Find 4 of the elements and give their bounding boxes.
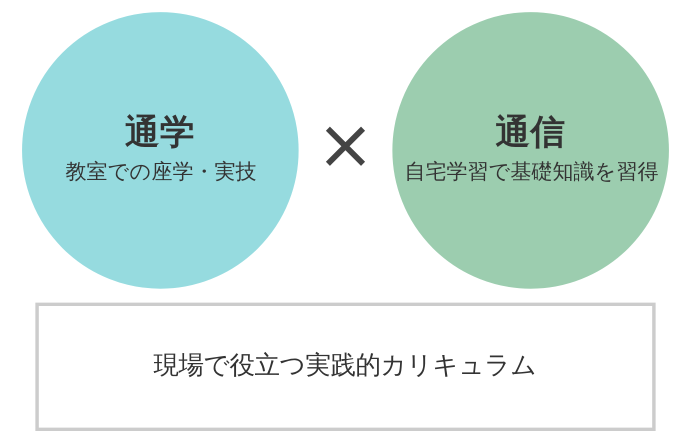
node-circle: 通学 教室での座学・実技 [22, 12, 298, 289]
label: × [316, 104, 374, 185]
node-circle: 通信 自宅学習で基礎知識を習得 [392, 12, 668, 289]
node-box: 現場で役立つ実践的カリキュラム [34, 302, 656, 432]
